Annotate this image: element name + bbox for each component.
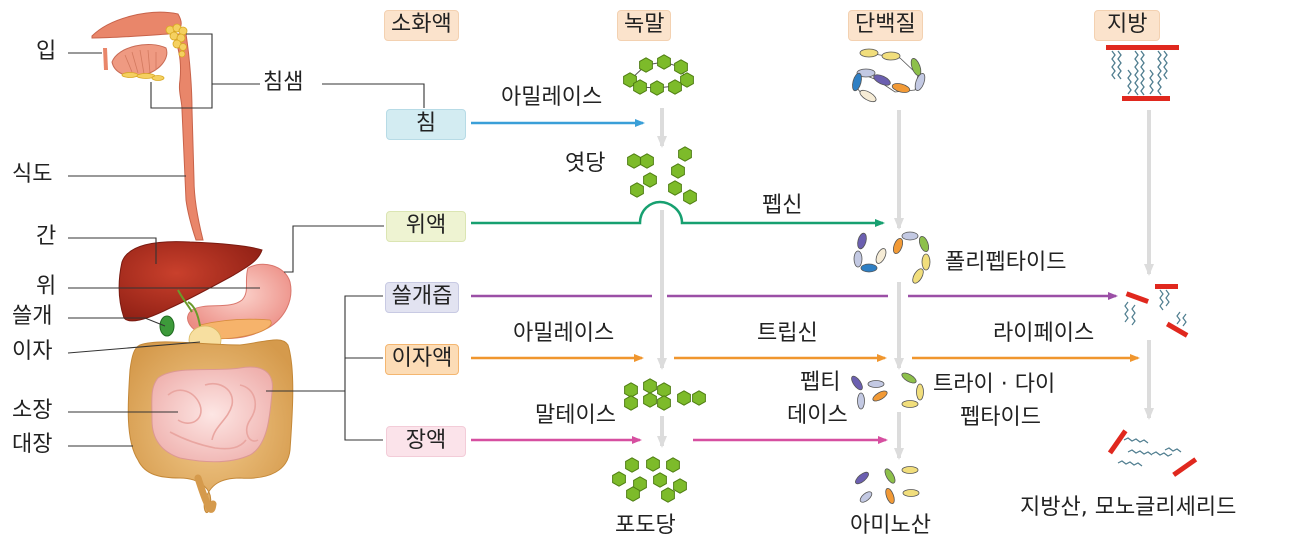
enzyme-trypsin: 트립신 [757,321,818,346]
product-fatty-acid-monoglyceride: 지방산, 모노글리세리드 [1020,495,1237,520]
organ-leader-lines [67,33,425,447]
juice-saliva: 침 [386,109,466,140]
enzyme-maltase: 말테이스 [535,403,616,428]
enzyme-lipase: 라이페이스 [993,321,1095,346]
fat-partially-digested [1124,284,1189,338]
glucose-molecules [612,456,687,503]
juice-pancreatic: 이자액 [385,344,459,375]
enzyme-pepsin: 펩신 [762,193,803,218]
fatty-acid-monoglyceride-molecules [1107,429,1198,477]
product-glucose: 포도당 [615,513,676,538]
product-tri-di-peptide-line1: 트라이 · 다이 [933,372,1056,397]
maltose-molecules-2 [624,378,706,411]
flow-arrows [657,108,1154,460]
product-maltose: 엿당 [565,151,606,176]
label-liver: 간 [36,224,57,249]
label-pancreas: 이자 [12,339,53,364]
tri-di-peptide-molecules [851,372,924,410]
header-digestive-juice: 소화액 [384,10,459,41]
enzyme-peptidase-line1: 펩티 [800,370,841,395]
maltose-molecules [627,146,697,205]
gallbladder [159,315,175,337]
juice-intestinal: 장액 [386,426,466,457]
fat-molecule [1106,45,1179,101]
label-stomach: 위 [36,274,57,299]
label-gallbladder: 쓸개 [12,304,53,329]
protein-molecule [852,48,926,103]
header-protein: 단백질 [848,10,923,41]
header-starch: 녹말 [617,10,672,41]
esophagus [168,33,204,241]
palate [91,11,182,39]
digestive-system-illustration [91,11,294,514]
label-mouth: 입 [36,39,57,64]
lip [103,48,108,70]
label-small-intestine: 소장 [12,398,53,423]
product-polypeptide: 폴리펩타이드 [945,250,1067,275]
label-large-intestine: 대장 [12,432,53,457]
juice-bile: 쓸개즙 [385,282,459,313]
label-salivary-gland: 침샘 [263,70,304,95]
enzyme-peptidase-line2: 데이스 [787,403,848,428]
juice-gastric: 위액 [386,211,466,242]
salivary-glands [121,23,188,81]
product-tri-di-peptide-line2: 펩타이드 [960,405,1041,430]
product-amino-acid: 아미노산 [850,513,931,538]
gastric-arrow [471,200,885,227]
label-esophagus: 식도 [12,162,53,187]
enzyme-salivary-amylase: 아밀레이스 [501,85,603,110]
tongue [111,44,168,77]
starch-molecule [623,54,694,96]
bile-duct [177,289,201,327]
enzyme-pancreatic-amylase: 아밀레이스 [513,321,615,346]
header-fat: 지방 [1094,10,1161,41]
polypeptide-molecules [853,231,931,284]
amino-acid-molecules [855,466,920,505]
